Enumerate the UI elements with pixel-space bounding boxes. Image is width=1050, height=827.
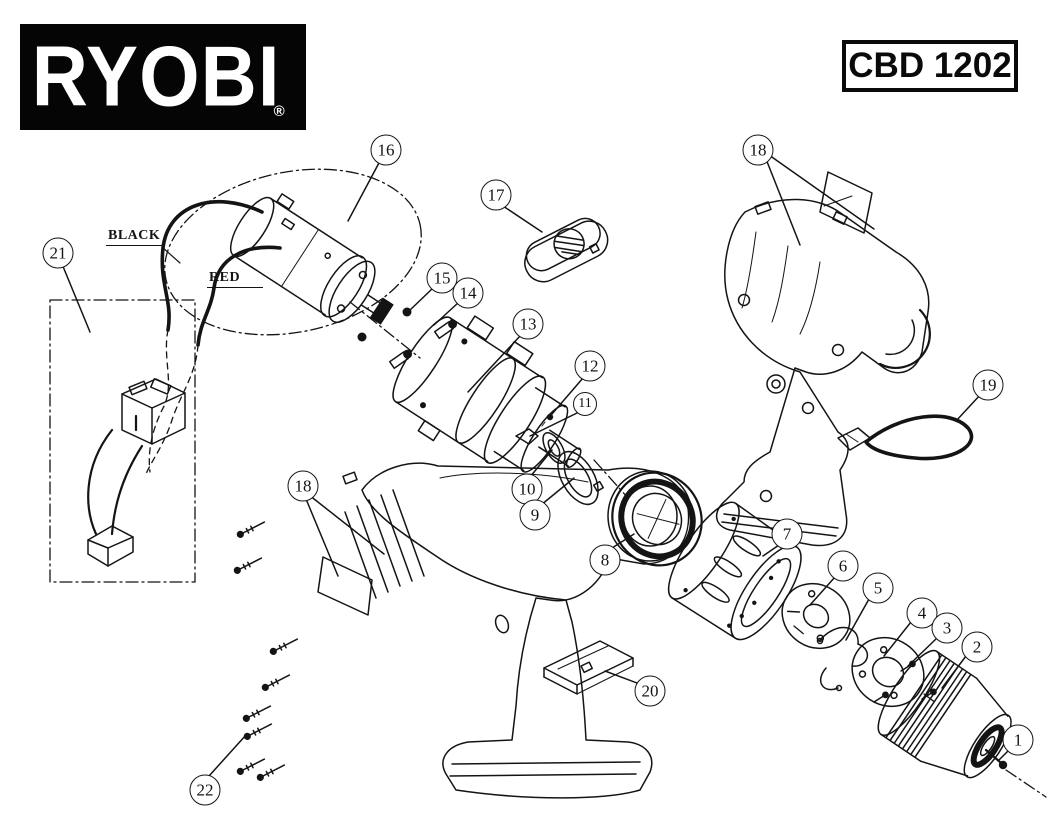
wire-label-black: BLACK xyxy=(106,228,163,246)
clutch-screws xyxy=(873,660,937,703)
switch-assembly xyxy=(49,299,196,583)
housing-left-half xyxy=(317,462,693,799)
housing-right-half xyxy=(716,171,931,547)
brand-logo-text: RYOBI xyxy=(32,29,281,125)
forward-reverse-button xyxy=(524,217,609,283)
motor-assembly xyxy=(145,168,422,475)
spindle-clip xyxy=(515,428,539,445)
clutch-plate xyxy=(781,582,851,650)
black-wire xyxy=(160,199,264,332)
chuck-screw xyxy=(984,748,1008,770)
wire-label-red: RED xyxy=(207,270,263,288)
retaining-ring xyxy=(557,450,604,506)
chuck xyxy=(877,649,1012,779)
warning-label-left xyxy=(317,556,373,616)
switch-connector xyxy=(87,525,134,567)
spring-clip xyxy=(816,626,869,692)
clutch-washer-plate xyxy=(851,636,925,708)
warning-label-right xyxy=(819,171,873,234)
lead-wire xyxy=(837,414,974,461)
registered-trademark-icon: ® xyxy=(273,103,285,120)
spindle-washer xyxy=(542,431,566,465)
brand-logo: RYOBI ® xyxy=(20,24,306,130)
red-wire xyxy=(196,245,282,347)
trigger-switch xyxy=(121,378,186,445)
spindle-pin xyxy=(541,413,554,427)
exploded-axis-line xyxy=(349,301,1047,798)
belt-clip xyxy=(543,640,634,695)
model-plate-label: CBD 1202 xyxy=(842,40,1018,92)
housing-screws xyxy=(233,521,299,781)
